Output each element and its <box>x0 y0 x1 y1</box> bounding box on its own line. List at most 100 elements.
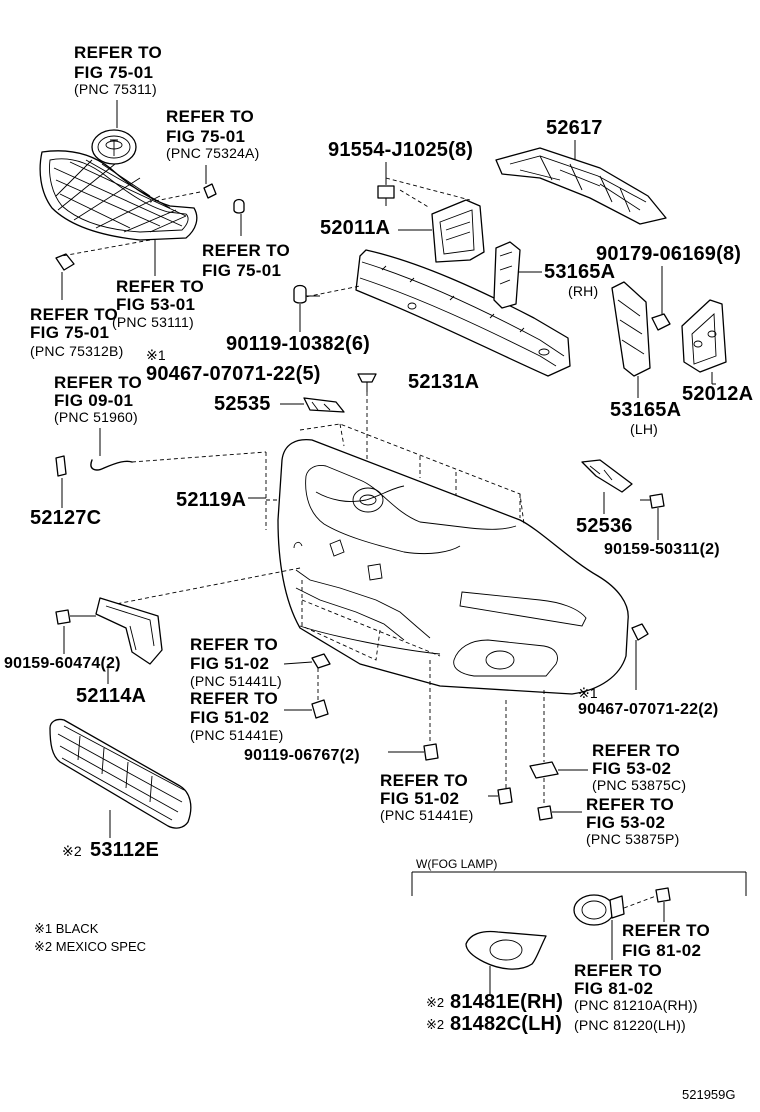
diagram-id: 521959G <box>682 1087 736 1102</box>
ref-51-02-b-pnc: (PNC 51441E) <box>190 727 284 743</box>
part-81482c: 81482C(LH) <box>450 1013 563 1035</box>
part-52011a: 52011A <box>320 217 391 239</box>
part-52119a: 52119A <box>176 489 247 511</box>
part-52012a: 52012A <box>682 383 754 405</box>
ref-75-01-a-line2: FIG 75-01 <box>74 63 154 82</box>
upper-grille-drawing <box>39 150 198 241</box>
ref-81-02-a-line1: REFER TO <box>622 921 711 940</box>
fog-lamp-header: W(FOG LAMP) <box>416 857 498 871</box>
ref-51-02-c-line1: REFER TO <box>380 771 469 790</box>
lower-grille-drawing <box>49 718 192 829</box>
ref-81-02-b-line1: REFER TO <box>574 961 663 980</box>
ref-75-01-d-line2: FIG 75-01 <box>30 323 110 342</box>
emblem-drawing <box>91 129 137 165</box>
license-bracket-drawing <box>95 597 163 665</box>
ref-81-02-a-line2: FIG 81-02 <box>622 941 702 960</box>
ref-75-01-b-line1: REFER TO <box>166 107 255 126</box>
clip-51441e-a-drawing <box>311 699 329 719</box>
ref-53-02-p-pnc: (PNC 53875P) <box>586 831 680 847</box>
part-90179: 90179-06169(8) <box>596 243 742 265</box>
bracket-52012a-drawing <box>681 299 727 373</box>
ref-75-01-a-pnc: (PNC 75311) <box>74 81 157 97</box>
part-90159-60474: 90159-60474(2) <box>4 655 121 672</box>
ref-09-01-line2: FIG 09-01 <box>54 391 134 410</box>
pnc-81210a: (PNC 81210A(RH)) <box>574 997 698 1013</box>
bumper-reinforcement-drawing <box>355 249 571 377</box>
fog-screw-drawing <box>655 887 671 903</box>
ref-51-02-b-line2: FIG 51-02 <box>190 708 270 727</box>
clip-90467-top-drawing <box>357 373 377 392</box>
clip-51441e-b-drawing <box>497 787 513 805</box>
mark-2b: ※2 <box>426 995 445 1010</box>
fog-lamp-drawing <box>573 894 625 926</box>
ref-09-01-line1: REFER TO <box>54 373 143 392</box>
ref-53-02-c-line1: REFER TO <box>592 741 681 760</box>
ref-51-02-b-line1: REFER TO <box>190 689 279 708</box>
mark-2: ※2 <box>62 843 82 859</box>
part-81481e: 81481E(RH) <box>450 991 564 1013</box>
ref-75-01-b-line2: FIG 75-01 <box>166 127 246 146</box>
ref-51-02-a-pnc: (PNC 51441L) <box>190 673 282 689</box>
part-90159-50311: 90159-50311(2) <box>604 541 720 558</box>
part-91554: 91554-J1025(8) <box>328 139 474 161</box>
bolt-91554-drawing <box>377 185 395 206</box>
clip-53875c-drawing <box>529 761 559 779</box>
ref-75-01-c-line2: FIG 75-01 <box>202 261 282 280</box>
ref-75-01-d-pnc: (PNC 75312B) <box>30 343 124 359</box>
bumper-cover-drawing <box>277 438 629 695</box>
ref-75-01-b-pnc: (PNC 75324A) <box>166 145 260 161</box>
ref-75-01-c-line1: REFER TO <box>202 241 291 260</box>
ref-53-02-p-line1: REFER TO <box>586 795 675 814</box>
pnc-81220: (PNC 81220(LH)) <box>574 1017 686 1033</box>
ref-51-02-a-line2: FIG 51-02 <box>190 654 270 673</box>
part-53165a-rh: 53165A <box>544 261 616 283</box>
part-52114a: 52114A <box>76 685 147 707</box>
label-rh: (RH) <box>568 283 599 299</box>
note-mexico-spec: ※2 MEXICO SPEC <box>34 939 147 954</box>
bolt-90119-10382-drawing <box>293 284 320 304</box>
ref-53-01-line2: FIG 53-01 <box>116 295 196 314</box>
bolt-90159-60474-drawing <box>55 609 96 625</box>
retainer-52535-drawing <box>303 397 345 413</box>
part-90467-b: 90467-07071-22(2) <box>578 701 719 718</box>
part-52536: 52536 <box>576 515 633 537</box>
part-53112e: 53112E <box>90 839 160 861</box>
part-52131a: 52131A <box>408 371 480 393</box>
part-52617: 52617 <box>546 117 603 139</box>
clip-53875p-drawing <box>537 805 553 821</box>
ref-51-02-c-pnc: (PNC 51441E) <box>380 807 474 823</box>
wire-52127c-drawing <box>55 451 267 530</box>
ref-53-02-p-line2: FIG 53-02 <box>586 813 666 832</box>
ref-53-02-c-pnc: (PNC 53875C) <box>592 777 687 793</box>
fog-lamp-cover-drawing <box>465 930 547 970</box>
ref-75-01-d-line1: REFER TO <box>30 305 119 324</box>
ref-51-02-a-line1: REFER TO <box>190 635 279 654</box>
retainer-52536-drawing <box>581 459 633 493</box>
seal-53165a-rh-drawing <box>493 241 521 309</box>
grille-clips-drawing <box>55 183 245 271</box>
part-90467-a: 90467-07071-22(5) <box>146 363 321 385</box>
mark-2c: ※2 <box>426 1017 445 1032</box>
mark-1: ※1 <box>146 347 166 363</box>
part-52127c: 52127C <box>30 507 102 529</box>
bolt-90159-50311-drawing <box>640 493 665 509</box>
note-black: ※1 BLACK <box>34 921 99 936</box>
part-90119-10382: 90119-10382(6) <box>226 333 371 355</box>
nut-90179-drawing <box>651 313 671 331</box>
part-90119-06767: 90119-06767(2) <box>244 747 360 764</box>
clip-90467-right-drawing <box>631 623 649 641</box>
ref-53-02-c-line2: FIG 53-02 <box>592 759 672 778</box>
part-52535: 52535 <box>214 393 271 415</box>
mark-1b: ※1 <box>578 685 598 701</box>
bracket-52011a-drawing <box>431 199 485 263</box>
ref-09-01-pnc: (PNC 51960) <box>54 409 138 425</box>
clip-51441l-drawing <box>311 653 331 669</box>
part-53165a-lh: 53165A <box>610 399 682 421</box>
ref-53-01-pnc: (PNC 53111) <box>112 314 194 330</box>
ref-51-02-c-line2: FIG 51-02 <box>380 789 460 808</box>
seal-53165a-lh-drawing <box>611 281 651 377</box>
ref-75-01-a-line1: REFER TO <box>74 43 163 62</box>
label-lh: (LH) <box>630 421 659 437</box>
bolt-90119-06767-drawing <box>423 743 439 761</box>
